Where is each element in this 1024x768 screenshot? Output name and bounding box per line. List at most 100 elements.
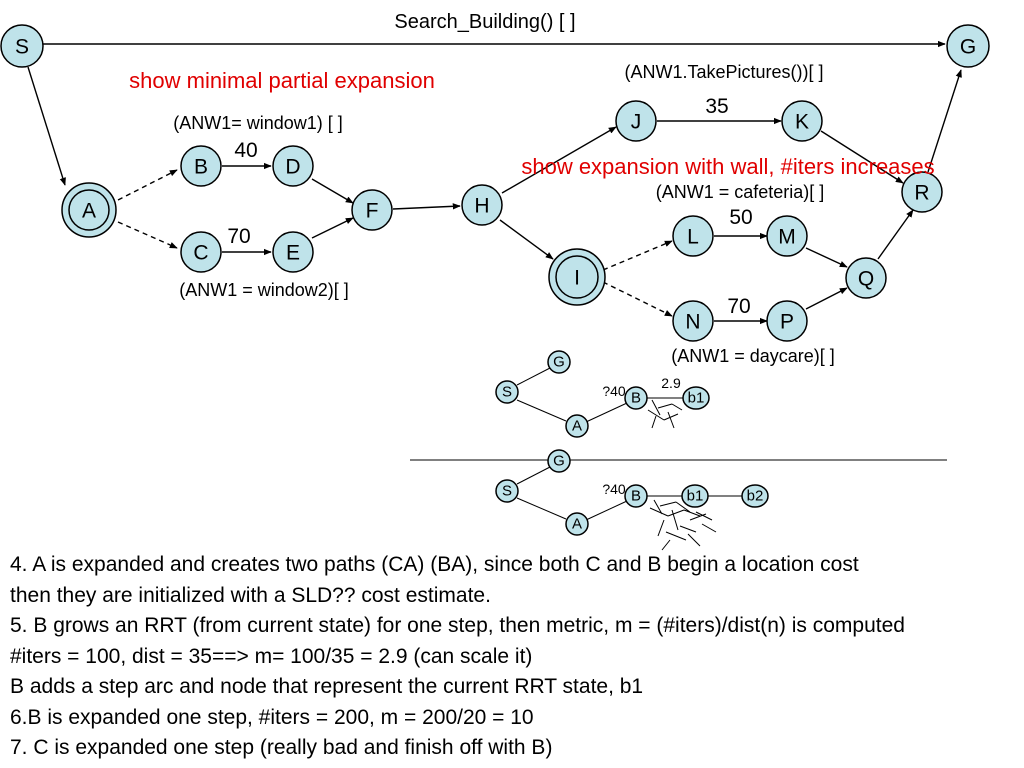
edge-cost-b-d: 40 [234, 139, 257, 162]
sd1-node-s: S [495, 380, 519, 404]
node-i: I [548, 248, 606, 306]
note-line: 4. A is expanded and creates two paths (… [10, 553, 859, 576]
note-line: 7. C is expanded one step (really bad an… [10, 736, 553, 759]
edge-i-l [602, 240, 673, 271]
node-d: D [272, 145, 314, 187]
svg-text:A: A [572, 418, 582, 435]
sd2-edge-a-b [585, 500, 628, 521]
edge-a-c [117, 221, 178, 249]
sd2-node-a: A [565, 512, 589, 536]
sd2-rrt-scribble [649, 499, 717, 551]
edge-h-i [499, 219, 554, 260]
svg-text:C: C [193, 242, 208, 265]
node-c: C [180, 231, 222, 273]
main-edges [27, 40, 962, 325]
sd1-node-b: B [624, 386, 648, 410]
annotation-daycare: (ANW1 = daycare)[ ] [671, 346, 835, 366]
svg-text:b1: b1 [688, 390, 705, 407]
diagram-title: Search_Building() [ ] [394, 11, 575, 33]
svg-text:A: A [82, 200, 96, 223]
svg-text:b2: b2 [747, 488, 764, 505]
sd2-node-b2: b2 [741, 484, 769, 508]
node-q: Q [845, 257, 887, 299]
annotation-take-pictures: (ANW1.TakePictures())[ ] [624, 62, 823, 82]
node-f: F [351, 189, 393, 231]
annotation-cafeteria: (ANW1 = cafeteria)[ ] [656, 182, 825, 202]
svg-text:J: J [631, 111, 642, 134]
svg-text:B: B [631, 390, 641, 407]
svg-text:S: S [15, 36, 29, 59]
sd1-edge-s-g [516, 367, 551, 386]
sd1-node-g: G [547, 350, 571, 374]
sd2-node-s: S [495, 479, 519, 503]
node-s: S [0, 24, 44, 68]
sd1-edge-s-a [516, 399, 567, 422]
explanation-notes: 4. A is expanded and creates two paths (… [10, 550, 1024, 764]
sd1-node-b1: b1 [682, 386, 710, 410]
edge-cost-n-p: 70 [727, 295, 750, 318]
svg-text:B: B [194, 156, 208, 179]
svg-text:S: S [502, 384, 512, 401]
sd2-edge-s-a [516, 497, 567, 520]
sd1-cost-label: ?40 [602, 383, 626, 399]
small-diagram-2: S G A B b1 b2 ?40 [495, 449, 769, 551]
annotation-window1: (ANW1= window1) [ ] [173, 113, 343, 133]
svg-text:I: I [574, 267, 580, 290]
annotation-window2: (ANW1 = window2)[ ] [179, 280, 349, 300]
node-m: M [766, 215, 808, 257]
svg-text:A: A [572, 516, 582, 533]
svg-text:N: N [685, 311, 700, 334]
edge-a-b [117, 169, 178, 201]
edge-cost-j-k: 35 [705, 95, 728, 118]
node-g: G [946, 24, 990, 68]
node-p: P [766, 300, 808, 342]
sd2-node-g: G [547, 449, 571, 473]
red-label-wall-expansion: show expansion with wall, #iters increas… [521, 154, 934, 179]
svg-text:R: R [914, 182, 929, 205]
svg-text:Q: Q [858, 268, 874, 291]
node-b: B [180, 145, 222, 187]
edge-s-a [27, 66, 66, 186]
svg-text:E: E [286, 242, 300, 265]
node-r: R [901, 171, 943, 213]
svg-text:P: P [780, 311, 794, 334]
sd1-metric-label: 2.9 [661, 375, 681, 391]
edge-k-r [820, 130, 904, 184]
sd1-edge-a-b [585, 402, 628, 423]
svg-text:G: G [960, 36, 976, 59]
note-line: 6.B is expanded one step, #iters = 200, … [10, 705, 534, 729]
node-j: J [615, 100, 657, 142]
edge-m-q [805, 247, 848, 268]
note-line: then they are initialized with a SLD?? c… [10, 583, 491, 607]
main-nodes: S G A B C D E F H I J K L M N P Q R [0, 24, 990, 342]
sd2-cost-label: ?40 [602, 481, 626, 497]
edge-cost-l-m: 50 [729, 206, 752, 229]
svg-text:D: D [285, 156, 300, 179]
sd2-node-b: B [624, 484, 648, 508]
edge-i-n [602, 281, 673, 317]
sd1-node-a: A [565, 414, 589, 438]
node-a: A [61, 182, 117, 238]
svg-text:G: G [553, 354, 565, 371]
sd2-node-b1: b1 [681, 484, 709, 508]
edge-p-q [805, 287, 848, 310]
note-line: #iters = 100, dist = 35==> m= 100/35 = 2… [10, 644, 533, 668]
svg-text:H: H [474, 195, 489, 218]
svg-text:F: F [366, 200, 379, 223]
sd2-edge-s-g [516, 466, 551, 485]
small-diagram-1: S G A B b1 ?40 2.9 [495, 350, 710, 438]
svg-text:G: G [553, 453, 565, 470]
red-label-partial-expansion: show minimal partial expansion [129, 68, 435, 93]
svg-text:B: B [631, 488, 641, 505]
svg-text:L: L [687, 226, 699, 249]
svg-text:K: K [795, 111, 809, 134]
svg-text:b1: b1 [687, 488, 704, 505]
edge-q-r [877, 209, 914, 260]
note-line: B adds a step arc and node that represen… [10, 675, 644, 698]
node-k: K [781, 100, 823, 142]
svg-text:M: M [778, 226, 796, 249]
edge-r-g [927, 69, 962, 173]
edge-f-h [392, 203, 461, 210]
node-n: N [672, 300, 714, 342]
